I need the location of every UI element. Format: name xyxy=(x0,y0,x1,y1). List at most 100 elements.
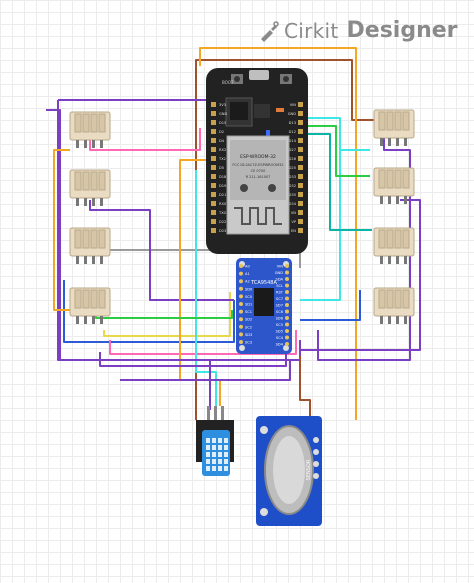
esp32-pin-rx2[interactable] xyxy=(211,147,216,152)
mux-pin-sc0[interactable] xyxy=(239,294,243,299)
esp32-board[interactable]: BOOT ESP-WROOM-32 FCC ID:2AC7Z-ESPWROOM3… xyxy=(206,68,308,254)
esp32-pin-d14[interactable] xyxy=(298,138,303,143)
gas-pin-pad xyxy=(313,449,319,455)
mux-pin-sc2[interactable] xyxy=(239,324,243,329)
esp32-pin-gnd[interactable] xyxy=(211,111,216,116)
esp32-pin-d32[interactable] xyxy=(298,183,303,188)
wire-purple[interactable] xyxy=(300,199,421,351)
mux-pin-sc7[interactable] xyxy=(285,296,289,301)
esp32-pin-d13[interactable] xyxy=(298,120,303,125)
mux-pin-sc1[interactable] xyxy=(239,309,243,314)
esp32-pin-label: D22 xyxy=(219,220,226,224)
mux-pin-sd3[interactable] xyxy=(239,332,243,337)
mux-pin-sd6[interactable] xyxy=(285,316,289,320)
connector-left-1[interactable] xyxy=(69,111,111,148)
wire-cyan[interactable] xyxy=(195,170,217,406)
dht-vent xyxy=(212,466,216,471)
wire-purple[interactable] xyxy=(89,200,234,301)
mux-pin-gnd[interactable] xyxy=(285,270,289,275)
gas-pin-pad xyxy=(313,473,319,479)
esp32-pin-d2[interactable] xyxy=(211,129,216,134)
esp32-pin-d35[interactable] xyxy=(298,192,303,197)
wire-pink[interactable] xyxy=(109,330,297,355)
mux-pin-a2[interactable] xyxy=(239,279,243,284)
mux-pin-sd0[interactable] xyxy=(239,286,243,291)
esp32-pin-en[interactable] xyxy=(298,228,303,233)
esp32-pin-d21[interactable] xyxy=(211,192,216,197)
connector-right-4[interactable] xyxy=(373,287,415,324)
mux-pin-scl[interactable] xyxy=(285,283,289,288)
mux-pin-sc4[interactable] xyxy=(285,335,289,340)
mux-pin-sd2[interactable] xyxy=(239,317,243,322)
wire-green[interactable] xyxy=(95,300,233,319)
esp32-pin-vp[interactable] xyxy=(298,219,303,224)
tca9548a-board[interactable]: TCA9548A A0A1A2SD0SC0SD1SC1SD2SC2SD3SC3V… xyxy=(236,258,292,354)
mux-pin-sc6[interactable] xyxy=(285,309,289,314)
connector-right-1[interactable] xyxy=(373,109,415,146)
mux-pin-sc5[interactable] xyxy=(285,322,289,327)
esp32-pin-label: D32 xyxy=(289,184,296,188)
connector-pin xyxy=(404,256,407,264)
esp32-pin-label: RX2 xyxy=(219,148,226,152)
esp32-pin-tx0[interactable] xyxy=(211,210,216,215)
esp32-pin-d26[interactable] xyxy=(298,156,303,161)
mux-pin-sc3[interactable] xyxy=(239,340,243,344)
mux-pin-sd5[interactable] xyxy=(285,329,289,333)
connector-pin xyxy=(84,140,87,148)
mux-pin-sd4[interactable] xyxy=(285,342,289,346)
esp32-pin-d15[interactable] xyxy=(211,120,216,125)
connector-right-3[interactable] xyxy=(373,227,415,264)
wire-teal[interactable] xyxy=(306,133,372,231)
wire-yellow[interactable] xyxy=(103,292,231,337)
mux-pin-label: VIN xyxy=(277,265,284,269)
esp32-pin-d5[interactable] xyxy=(211,165,216,170)
connector-left-3[interactable] xyxy=(69,227,111,264)
esp32-pin-d25[interactable] xyxy=(298,165,303,170)
esp32-pin-gnd[interactable] xyxy=(298,111,303,116)
esp32-pin-d22[interactable] xyxy=(211,219,216,224)
wire-blue[interactable] xyxy=(300,290,361,321)
esp32-pin-3v3[interactable] xyxy=(211,102,216,107)
esp32-pin-d4[interactable] xyxy=(211,138,216,143)
connector-slot xyxy=(82,171,90,191)
wire-orange[interactable] xyxy=(199,47,357,420)
connectors-layer xyxy=(69,109,415,324)
esp32-pin-d27[interactable] xyxy=(298,147,303,152)
wire-orange[interactable] xyxy=(53,149,70,311)
mux-pin-label: SC1 xyxy=(245,310,252,314)
esp32-pin-vin[interactable] xyxy=(298,102,303,107)
mux-pin-sd7[interactable] xyxy=(285,303,289,307)
wire-cyan[interactable] xyxy=(300,117,370,301)
esp32-pin-rx0[interactable] xyxy=(211,201,216,206)
esp32-pin-d23[interactable] xyxy=(211,228,216,233)
esp32-pin-d33[interactable] xyxy=(298,174,303,179)
gas-sensor[interactable]: SENSOR xyxy=(256,416,322,526)
connector-slot xyxy=(394,169,402,189)
mux-pin-sda[interactable] xyxy=(285,277,289,281)
wire-purple[interactable] xyxy=(46,109,211,410)
mux-pin-vin[interactable] xyxy=(285,264,289,268)
mux-pin-sd1[interactable] xyxy=(239,302,243,306)
esp32-pin-vn[interactable] xyxy=(298,210,303,215)
mux-pin-a1[interactable] xyxy=(239,271,243,276)
dht-pin xyxy=(214,406,217,420)
connector-pin xyxy=(100,316,103,324)
module-line: FCC ID:2AC7Z-ESPWROOM32 xyxy=(232,163,283,167)
mux-pin-rst[interactable] xyxy=(285,290,289,294)
esp32-pin-d18[interactable] xyxy=(211,174,216,179)
esp32-pin-d34[interactable] xyxy=(298,201,303,206)
dht11-sensor[interactable] xyxy=(196,406,234,476)
connector-left-4[interactable] xyxy=(69,287,111,324)
esp32-pin-d12[interactable] xyxy=(298,129,303,134)
mux-pin-a0[interactable] xyxy=(239,264,243,268)
connector-left-2[interactable] xyxy=(69,169,111,206)
esp32-pin-tx2[interactable] xyxy=(211,156,216,161)
connector-right-2[interactable] xyxy=(373,167,415,204)
dht-vent xyxy=(224,459,228,464)
gas-pin-pad xyxy=(313,461,319,467)
wire-green[interactable] xyxy=(306,125,370,177)
esp32-pin-d19[interactable] xyxy=(211,183,216,188)
wire-purple[interactable] xyxy=(120,360,291,381)
wire-brown[interactable] xyxy=(299,356,311,416)
